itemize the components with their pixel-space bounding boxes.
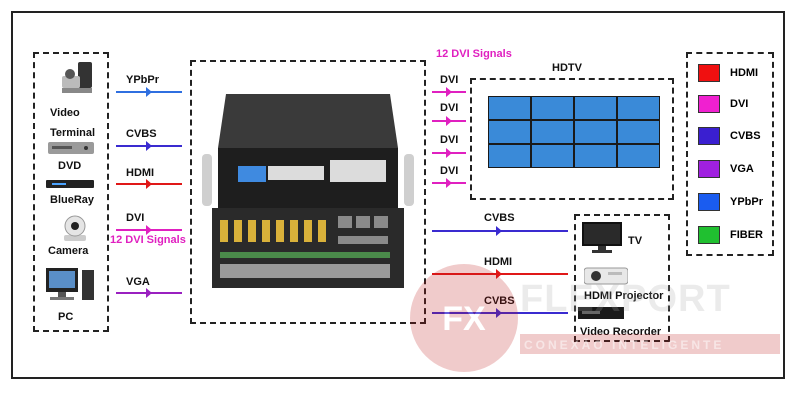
legend-box: HDMI DVI CVBS VGA YPbPr FIBER [686, 52, 774, 256]
legend-swatch-ypbpr [698, 193, 720, 211]
legend-item-fiber: FIBER [698, 226, 778, 246]
source-label-pc: PC [58, 311, 74, 323]
legend-swatch-hdmi [698, 64, 720, 82]
input-label-hdmi: HDMI [126, 167, 155, 179]
bluray-player-icon [46, 180, 94, 188]
watermark-brand: FLEXPORT [520, 278, 731, 320]
watermark-tagline: CONEXÃO INTELIGENTE [524, 338, 725, 352]
matrix-switcher-icon [202, 94, 414, 288]
source-label-video-terminal: Video Terminal [50, 107, 96, 139]
source-label-bluray: BlueRay [50, 194, 95, 206]
input-label-vga: VGA [126, 276, 150, 288]
projector-icon [584, 267, 628, 285]
output-devices-box [574, 214, 670, 342]
video-recorder-icon [578, 307, 624, 319]
output-link-line-cvbs-2 [432, 308, 568, 318]
svg-text:FX: FX [442, 300, 486, 338]
camera-icon [64, 215, 86, 241]
center-dvi-signals-label: 12 DVI Signals [436, 48, 512, 60]
output-link-line-hdmi [432, 269, 568, 279]
hdtv-link-line-2 [432, 116, 466, 126]
input-label-ypbpr: YPbPr [126, 74, 160, 86]
input-line-cvbs [116, 141, 182, 151]
legend-item-vga: VGA [698, 160, 778, 180]
video-terminal-icon [62, 62, 92, 93]
legend-swatch-cvbs [698, 127, 720, 145]
hdtv-link-label-3: DVI [440, 134, 459, 146]
input-line-dvi [116, 225, 182, 235]
hdtv-link-label-4: DVI [440, 165, 459, 177]
legend-label-vga: VGA [730, 163, 754, 175]
input-line-ypbpr [116, 87, 182, 97]
legend-item-cvbs: CVBS [698, 127, 778, 147]
video-wall-icon [488, 96, 660, 168]
output-device-label-recorder: Video Recorder [580, 326, 662, 338]
input-line-hdmi [116, 179, 182, 189]
hdtv-link-line-3 [432, 148, 466, 158]
hdtv-box [470, 78, 674, 200]
hdtv-link-line-4 [432, 178, 466, 188]
dvd-player-icon [48, 142, 94, 154]
hdtv-title: HDTV [552, 62, 582, 74]
hdtv-link-label-2: DVI [440, 102, 459, 114]
diagram-frame [11, 11, 785, 379]
tv-icon [582, 222, 622, 253]
input-dvi-signals-label: 12 DVI Signals [110, 234, 186, 246]
output-device-label-tv: TV [628, 235, 643, 247]
sources-box [33, 52, 109, 332]
legend-item-dvi: DVI [698, 95, 778, 115]
legend-swatch-fiber [698, 226, 720, 244]
hdtv-link-label-1: DVI [440, 74, 459, 86]
legend-label-dvi: DVI [730, 98, 749, 110]
pc-icon [46, 268, 94, 300]
source-label-dvd: DVD [58, 160, 82, 172]
matrix-box [190, 60, 426, 324]
legend-label-hdmi: HDMI [730, 67, 759, 79]
input-label-cvbs: CVBS [126, 128, 157, 140]
legend-label-ypbpr: YPbPr [730, 196, 764, 208]
input-line-vga [116, 288, 182, 298]
watermark-logo: FX [410, 264, 780, 372]
hdtv-link-line-1 [432, 87, 466, 97]
legend-label-cvbs: CVBS [730, 130, 761, 142]
output-link-label-cvbs-1: CVBS [484, 212, 515, 224]
output-link-label-cvbs-2: CVBS [484, 295, 515, 307]
legend-swatch-dvi [698, 95, 720, 113]
legend-swatch-vga [698, 160, 720, 178]
source-label-camera: Camera [48, 245, 89, 257]
legend-label-fiber: FIBER [730, 229, 763, 241]
output-link-line-cvbs-1 [432, 226, 568, 236]
output-link-label-hdmi: HDMI [484, 256, 513, 268]
legend-item-ypbpr: YPbPr [698, 193, 778, 213]
input-label-dvi: DVI [126, 212, 145, 224]
legend-item-hdmi: HDMI [698, 64, 778, 84]
output-device-label-projector: HDMI Projector [584, 290, 664, 302]
